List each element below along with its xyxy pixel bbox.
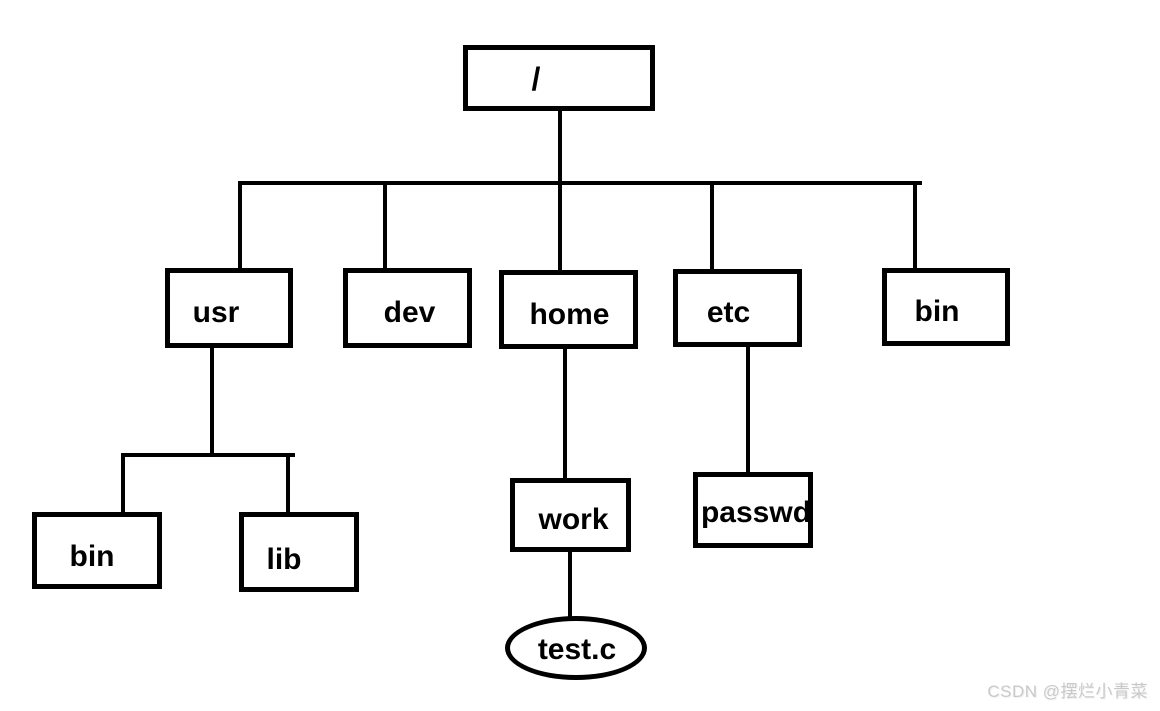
node-testc-label: test.c	[537, 633, 617, 666]
node-usr-lib-label: lib	[266, 543, 302, 576]
edge-etc-to-passwd-line	[746, 346, 750, 472]
node-etc-label: etc	[706, 296, 751, 329]
node-root-label: /	[531, 61, 541, 97]
edge-usr-to-lib-line	[286, 455, 290, 512]
node-dev-directory: dev	[343, 268, 472, 348]
node-bin-root-directory: bin	[882, 268, 1010, 346]
node-etc-directory: etc	[673, 269, 802, 347]
edge-bus-to-bin-line	[913, 185, 917, 268]
node-usr-bin-directory: bin	[32, 512, 162, 589]
edge-bus-to-dev-line	[383, 185, 387, 271]
node-root-directory: /	[463, 45, 655, 111]
usr-sub-bus-line	[121, 453, 295, 457]
csdn-watermark: CSDN @摆烂小青菜	[987, 682, 1148, 701]
edge-work-to-testc-line	[568, 550, 572, 620]
node-passwd-file: passwd	[693, 472, 813, 548]
node-usr-lib-directory: lib	[239, 512, 359, 592]
node-home-label: home	[529, 297, 610, 331]
edge-usr-down-line	[210, 347, 214, 455]
edge-home-to-work-line	[563, 347, 567, 478]
node-passwd-label: passwd	[700, 496, 812, 529]
node-bin-root-label: bin	[914, 295, 960, 328]
node-usr-bin-label: bin	[69, 539, 115, 573]
edge-usr-to-bin-line	[121, 455, 125, 512]
node-home-directory: home	[499, 270, 638, 349]
node-dev-label: dev	[383, 296, 436, 329]
edge-bus-to-etc-line	[710, 185, 714, 269]
node-usr-label: usr	[192, 296, 240, 329]
node-usr-directory: usr	[165, 268, 293, 348]
node-work-label: work	[538, 503, 609, 536]
edge-bus-to-usr-line	[238, 183, 242, 271]
node-testc-file: test.c	[505, 616, 647, 680]
node-work-directory: work	[510, 478, 631, 552]
edge-bus-to-home-line	[558, 185, 562, 271]
main-bus-line	[238, 181, 922, 185]
edge-root-to-bus-line	[558, 111, 562, 184]
